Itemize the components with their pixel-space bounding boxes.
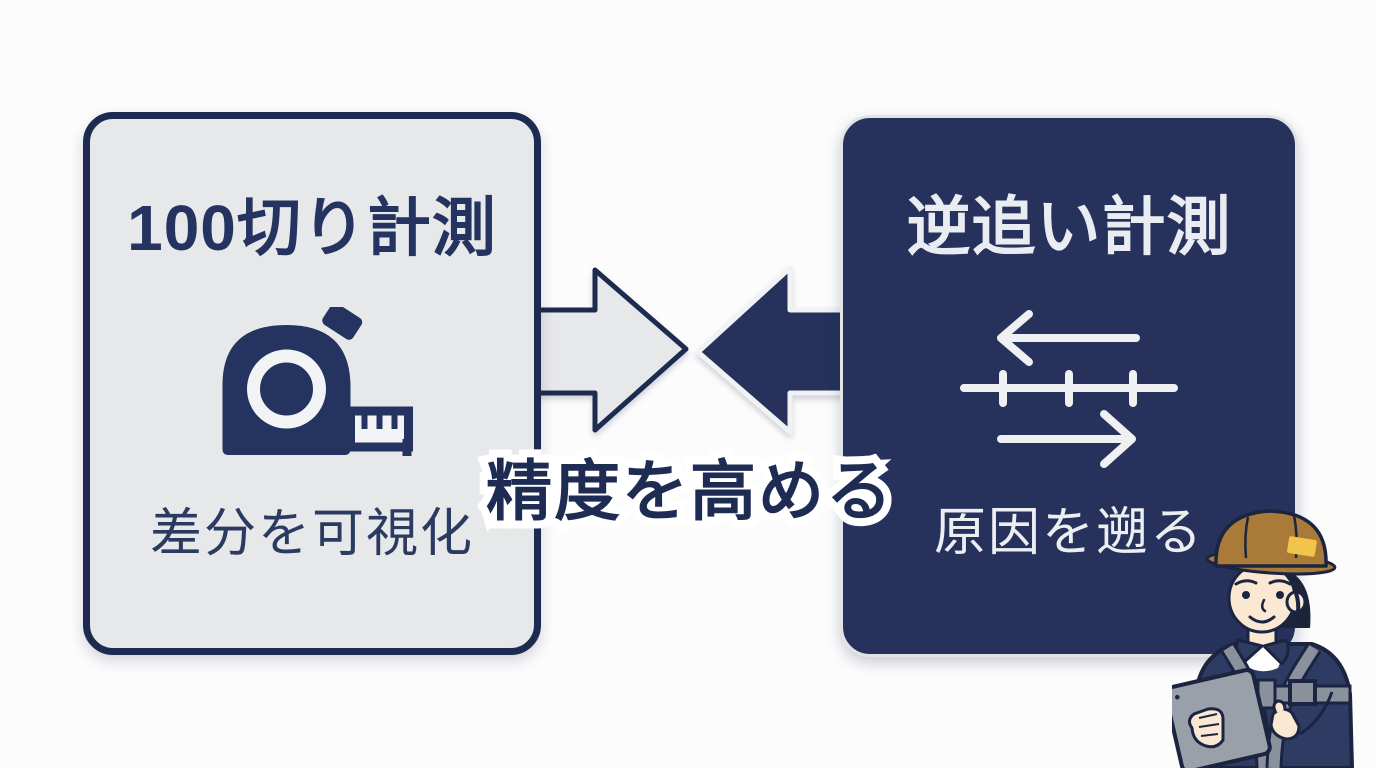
left-method-card: 100切り計測 差分を可視化 (83, 112, 541, 655)
right-card-title: 逆追い計測 (906, 191, 1232, 263)
left-to-center-arrow (525, 267, 689, 433)
left-card-title: 100切り計測 (127, 192, 497, 264)
left-card-caption: 差分を可視化 (149, 505, 474, 563)
converging-arrows-graphic (525, 265, 860, 435)
center-headline-text: 精度を高める (486, 454, 894, 528)
center-headline: 精度を高める 精度を高める (478, 438, 900, 536)
backtrack-timeline-arrows-icon (960, 310, 1178, 468)
right-method-card: 逆追い計測 原因を遡る (840, 115, 1298, 657)
arrow-right-glyph (997, 410, 1136, 468)
center-headline-outline: 精度を高める (478, 446, 900, 536)
right-to-center-arrow (695, 265, 860, 435)
timeline-glyph (960, 370, 1178, 407)
arrow-left-glyph (997, 310, 1140, 366)
right-card-caption: 原因を遡る (933, 504, 1204, 562)
tape-measure-icon (222, 307, 413, 456)
construction-worker-illustration (1172, 509, 1354, 768)
